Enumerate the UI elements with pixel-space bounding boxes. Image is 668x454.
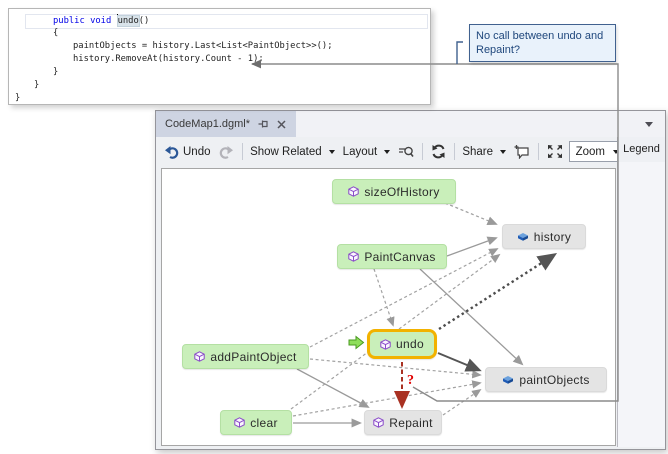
edge-sizeOfHistory-history[interactable] bbox=[444, 202, 498, 225]
edge-addPaintObject-Repaint[interactable] bbox=[296, 368, 370, 408]
node-clear[interactable]: clear bbox=[220, 410, 292, 435]
code-editor-window: public void undo() { paintObjects = hist… bbox=[8, 8, 431, 105]
node-label: sizeOfHistory bbox=[364, 184, 440, 199]
highlighted-token-undo: undo bbox=[116, 15, 140, 27]
toolbar-separator bbox=[538, 143, 539, 160]
refresh-icon bbox=[432, 144, 445, 159]
node-label: addPaintObject bbox=[210, 349, 297, 364]
code-line-6[interactable]: } bbox=[34, 80, 40, 90]
refresh-button[interactable] bbox=[427, 142, 450, 161]
code-line-2[interactable]: { bbox=[53, 28, 59, 38]
legend-header[interactable]: Legend bbox=[618, 137, 665, 162]
zoom-to-fit-icon bbox=[547, 145, 562, 158]
node-label: PaintCanvas bbox=[364, 249, 436, 264]
method-icon bbox=[348, 251, 360, 262]
close-icon[interactable] bbox=[276, 119, 287, 130]
node-Repaint[interactable]: Repaint bbox=[364, 410, 442, 435]
redo-arrow-icon bbox=[219, 145, 233, 159]
field-icon bbox=[503, 375, 514, 384]
node-label: history bbox=[533, 229, 572, 244]
tooltip-connector-line bbox=[456, 41, 463, 64]
map-redo-button[interactable] bbox=[215, 143, 238, 161]
codemap-window: CodeMap1.dgml* Undo Show Relate bbox=[155, 110, 666, 450]
map-undo-button[interactable]: Undo bbox=[160, 143, 215, 161]
magnifier-icon bbox=[399, 146, 414, 157]
method-icon bbox=[348, 186, 360, 197]
find-in-diagram-button[interactable] bbox=[394, 143, 418, 161]
layout-button[interactable]: Layout bbox=[339, 144, 395, 160]
node-sizeOfHistory[interactable]: sizeOfHistory bbox=[332, 179, 456, 204]
method-icon bbox=[373, 417, 384, 428]
chevron-down-icon bbox=[328, 149, 335, 154]
edge-PaintCanvas-undo[interactable] bbox=[373, 268, 395, 327]
toolbar-separator bbox=[422, 143, 423, 160]
zoom-value: Zoom bbox=[575, 145, 605, 158]
edge-undo-paintObjects[interactable] bbox=[437, 352, 482, 372]
code-keyword: public void bbox=[53, 16, 112, 26]
code-line-1[interactable]: public void undo() bbox=[53, 14, 150, 27]
annotation-tooltip[interactable]: No call between undo and Repaint? bbox=[469, 24, 616, 62]
tab-codemap1-dgml[interactable]: CodeMap1.dgml* bbox=[156, 111, 296, 137]
method-icon bbox=[380, 338, 391, 350]
missing-link-question-mark[interactable]: ? bbox=[407, 373, 414, 388]
node-PaintCanvas[interactable]: PaintCanvas bbox=[337, 244, 447, 269]
current-node-arrow-icon bbox=[348, 335, 365, 350]
node-label: undo bbox=[396, 337, 424, 351]
code-line-5[interactable]: } bbox=[53, 67, 59, 77]
edge-addPaintObject-paintObjects[interactable] bbox=[309, 358, 482, 379]
toolbar-separator bbox=[241, 143, 243, 160]
node-label: Repaint bbox=[389, 415, 433, 430]
node-label: clear bbox=[250, 415, 278, 430]
codemap-toolbar: Undo Show Related Layout bbox=[156, 137, 624, 166]
field-icon bbox=[517, 232, 528, 241]
method-icon bbox=[194, 351, 206, 362]
zoom-to-fit-button[interactable] bbox=[543, 142, 567, 161]
node-paintObjects[interactable]: paintObjects bbox=[485, 367, 607, 392]
edge-layer: ? bbox=[290, 202, 558, 428]
document-tab-strip: CodeMap1.dgml* bbox=[156, 111, 665, 137]
text-cursor bbox=[116, 14, 118, 24]
node-undo[interactable]: undo bbox=[367, 329, 437, 359]
show-related-button[interactable]: Show Related bbox=[246, 144, 339, 160]
method-icon bbox=[234, 417, 245, 428]
codemap-canvas[interactable]: ? sizeOfHistory history PaintCanvas bbox=[161, 168, 616, 446]
edge-undo-history-bold[interactable] bbox=[438, 253, 558, 331]
node-label: paintObjects bbox=[519, 372, 590, 387]
code-line-3[interactable]: paintObjects = history.Last<List<PaintOb… bbox=[73, 41, 333, 51]
node-addPaintObject[interactable]: addPaintObject bbox=[182, 344, 309, 369]
undo-label: Undo bbox=[183, 145, 211, 158]
tab-title: CodeMap1.dgml* bbox=[165, 118, 250, 130]
legend-panel: Legend bbox=[617, 137, 665, 447]
toolbar-separator bbox=[453, 143, 455, 160]
chevron-down-icon bbox=[384, 149, 391, 154]
edge-Repaint-paintObjects[interactable] bbox=[442, 388, 482, 416]
window-menu-chevron-icon[interactable] bbox=[645, 121, 653, 127]
add-comment-button[interactable] bbox=[510, 142, 534, 161]
code-line-7[interactable]: } bbox=[15, 93, 21, 103]
chevron-down-icon bbox=[500, 149, 507, 154]
code-line-4[interactable]: history.RemoveAt(history.Count - 1); bbox=[73, 54, 264, 64]
undo-arrow-icon bbox=[165, 145, 179, 159]
pin-icon[interactable] bbox=[257, 118, 269, 130]
comment-balloon-icon bbox=[514, 145, 529, 159]
share-button[interactable]: Share bbox=[458, 144, 510, 160]
zoom-dropdown[interactable]: Zoom bbox=[568, 141, 620, 162]
node-history[interactable]: history bbox=[502, 224, 586, 249]
